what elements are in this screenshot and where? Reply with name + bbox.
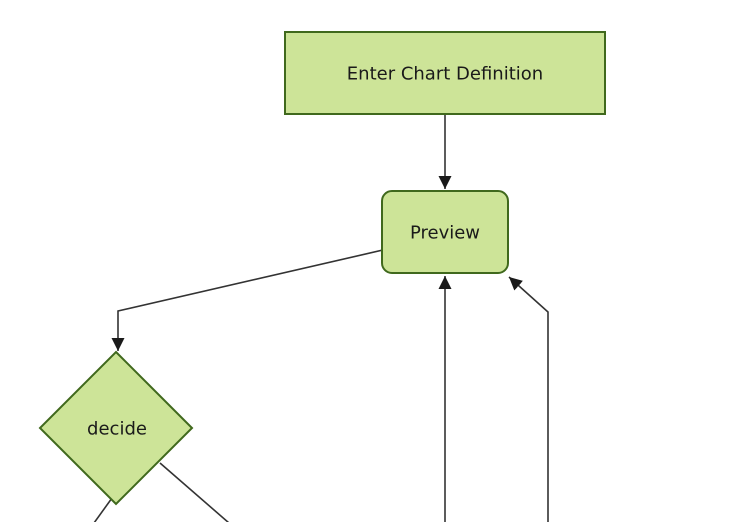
- edge-decide-to-offscreen-left: [93, 497, 113, 522]
- node-decide-label: decide: [87, 419, 147, 440]
- node-preview-shape: [381, 190, 509, 274]
- edge-bottom-to-preview-right: [508, 276, 549, 522]
- node-decide-shape: [38, 350, 194, 506]
- edge-preview-to-decide: [111, 249, 384, 351]
- edge-decide-to-offscreen-right: [159, 462, 230, 522]
- node-enter-chart-definition-shape: [284, 31, 606, 115]
- node-preview: Preview: [381, 190, 509, 274]
- node-preview-label: Preview: [410, 223, 480, 244]
- node-enter-chart-definition-label: Enter Chart Definition: [347, 64, 543, 85]
- node-decide: decide: [38, 350, 194, 506]
- node-enter-chart-definition: Enter Chart Definition: [284, 31, 606, 115]
